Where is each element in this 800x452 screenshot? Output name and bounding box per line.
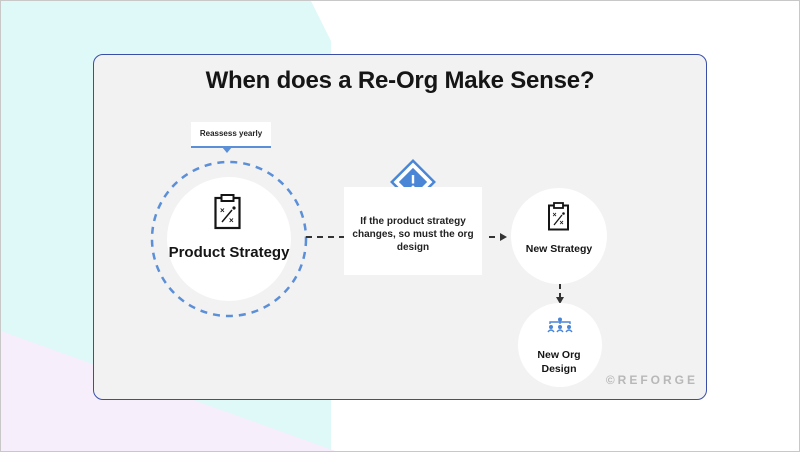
new-strategy-label: New Strategy — [525, 243, 593, 255]
diagram-title: When does a Re-Org Make Sense? — [205, 67, 595, 94]
product-strategy-label: Product Strategy — [168, 244, 290, 261]
arrowhead-to-new-strategy — [500, 233, 507, 241]
product-strategy-circle — [167, 177, 291, 301]
condition-box — [344, 187, 482, 275]
clipboard-strategy-icon: × × — [214, 194, 241, 230]
condition-text: If the product strategy changes, so must… — [352, 216, 474, 253]
new-org-design-label: New Org Design — [537, 349, 581, 375]
clipboard-new-strategy-icon: × × — [548, 202, 569, 231]
svg-text:×: × — [229, 216, 234, 225]
svg-text:×: × — [560, 220, 564, 227]
diagram-card: When does a Re-Org Make Sense? × × — [93, 54, 707, 400]
new-strategy-circle — [511, 188, 607, 284]
svg-text:×: × — [220, 206, 225, 215]
arrowhead-to-new-org — [556, 297, 564, 304]
diagram-graphics: × × × × — [150, 159, 607, 387]
new-org-design-circle — [518, 303, 602, 387]
reforge-watermark: ©REFORGE — [605, 373, 698, 387]
tag-pointer — [222, 147, 232, 153]
org-chart-icon — [547, 317, 573, 333]
reassess-dashed-ring — [150, 160, 308, 318]
svg-text:×: × — [553, 212, 557, 219]
reassess-yearly-tag: Reassess yearly — [191, 122, 271, 148]
